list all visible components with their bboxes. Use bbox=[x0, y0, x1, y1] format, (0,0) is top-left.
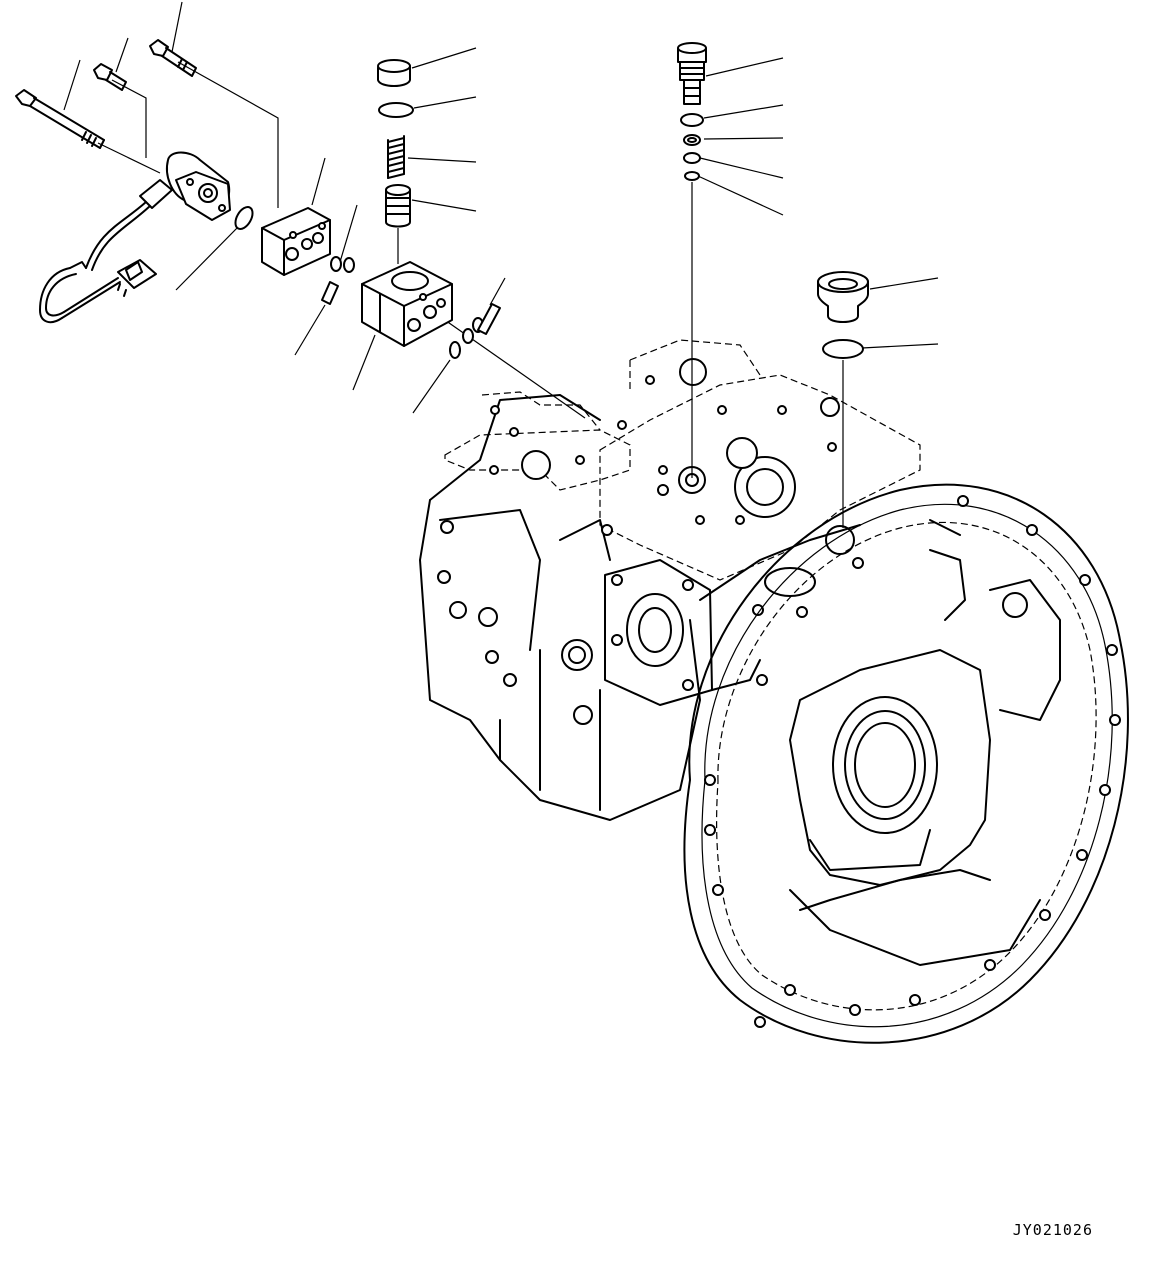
solenoid-valve-icon bbox=[40, 153, 230, 323]
drawing-code: JY021026 bbox=[1012, 1221, 1093, 1239]
spool-icon bbox=[386, 185, 410, 227]
plug-icon bbox=[378, 60, 413, 117]
flange-plug-icon bbox=[818, 272, 868, 358]
relief-cartridge-icon bbox=[678, 43, 706, 180]
leader-lines bbox=[64, 2, 938, 528]
bolt-icon bbox=[150, 40, 196, 76]
long-bolt-icon bbox=[16, 90, 104, 148]
spring-icon bbox=[388, 136, 404, 178]
valve-block-icon bbox=[262, 208, 330, 275]
hydraulic-pump-icon bbox=[420, 340, 1128, 1043]
valve-body-icon bbox=[362, 262, 452, 346]
short-bolt-icon bbox=[94, 64, 126, 90]
o-ring-icon bbox=[232, 204, 500, 358]
